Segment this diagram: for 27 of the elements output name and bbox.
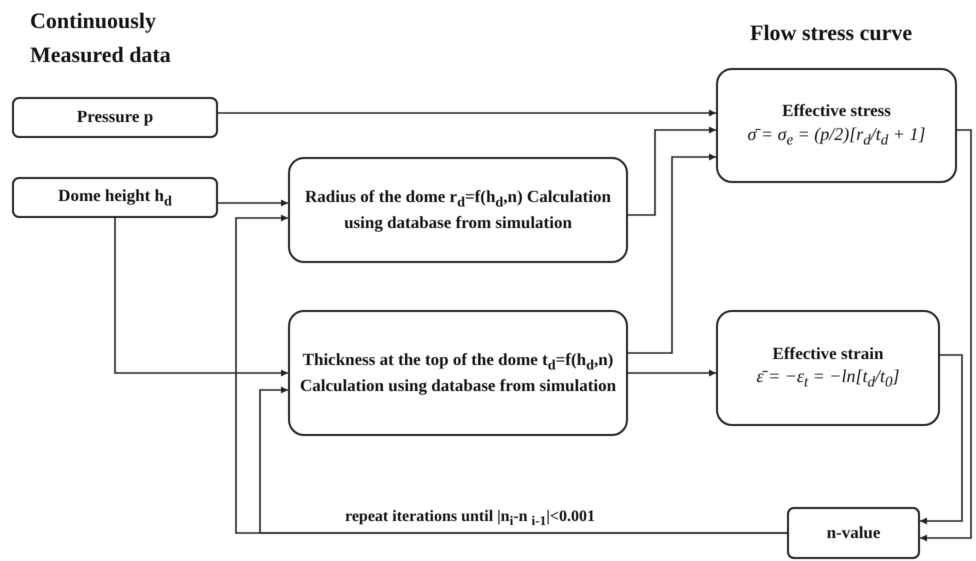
heading: Continuously Measured data <box>30 7 172 70</box>
process-box <box>288 157 628 263</box>
formula: σ̄ = σ$_{e}$ = (p/2)[r$_{d}$/t$_{d}$ + 1] <box>748 122 926 150</box>
arrow <box>114 218 288 376</box>
heading: Flow stress curve <box>750 19 914 47</box>
formula: ε̄ = −ε$_{t}$ = −ln[t$_{d}$/t$_{0}$] <box>756 365 900 393</box>
process-box <box>716 68 957 183</box>
box-text: Thickness at the top of the dome t$_{d}$=f(h$_{d}$,n) Calculation using database from simulation <box>298 349 618 397</box>
box-text: Pressure p <box>76 106 154 128</box>
arrow <box>628 370 716 376</box>
arrow <box>218 200 288 206</box>
arrow <box>628 154 716 354</box>
box-text: Effective strain <box>772 342 884 365</box>
box-text: Effective stress <box>782 100 891 122</box>
arrow <box>628 126 716 216</box>
process-box <box>12 97 218 138</box>
arrow <box>259 386 787 534</box>
process-box <box>716 310 940 426</box>
box-text: Dome height h$_{d}$ <box>58 184 172 210</box>
arrow <box>218 110 716 116</box>
box-text: Radius of the dome r$_{d}$=f(h$_{d}$,n) Calculation using database from simulation <box>304 186 612 234</box>
process-box <box>12 177 218 218</box>
process-box <box>288 310 628 436</box>
arrow <box>920 354 963 524</box>
arrow <box>920 129 972 542</box>
process-box <box>787 507 920 559</box>
box-text: n-value <box>826 522 880 544</box>
